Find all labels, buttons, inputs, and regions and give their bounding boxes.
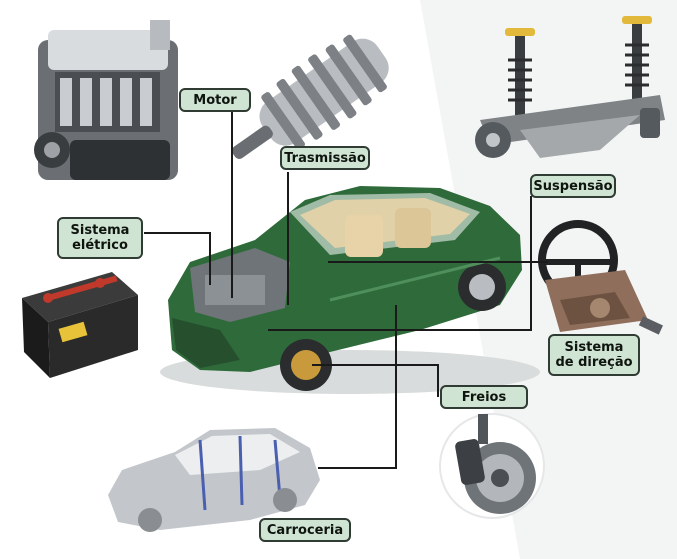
label-steering-line-2: de direção — [555, 355, 633, 370]
label-body: Carroceria — [259, 518, 351, 542]
label-electrical-system: Sistema elétrico — [57, 217, 143, 259]
electrical-connector — [144, 232, 211, 285]
label-suspension-text: Suspensão — [533, 178, 613, 194]
engine-illustration — [34, 20, 178, 180]
connector-lines — [144, 112, 548, 469]
label-brakes-text: Freios — [461, 389, 507, 405]
suspension-illustration — [475, 16, 665, 158]
car-body-shell-illustration — [108, 428, 320, 532]
label-motor: Motor — [179, 88, 251, 112]
label-motor-text: Motor — [193, 92, 237, 108]
label-transmission: Trasmissão — [280, 146, 370, 170]
battery-illustration — [22, 272, 138, 378]
car-illustration — [160, 186, 540, 394]
label-body-text: Carroceria — [266, 522, 344, 538]
label-electrical-line-1: Sistema — [70, 223, 130, 238]
label-electrical-line-2: elétrico — [72, 238, 128, 253]
brakes-connector — [312, 364, 439, 397]
label-steering-line-1: Sistema — [564, 340, 624, 355]
body-connector — [318, 305, 397, 469]
label-steering-system: Sistema de direção — [548, 334, 640, 376]
label-brakes: Freios — [440, 385, 528, 409]
suspension-connector — [268, 196, 532, 331]
transmission-illustration — [231, 34, 389, 159]
steering-illustration — [538, 220, 663, 335]
label-suspension: Suspensão — [530, 174, 616, 198]
brake-illustration — [439, 413, 545, 519]
label-transmission-text: Trasmissão — [284, 150, 366, 166]
